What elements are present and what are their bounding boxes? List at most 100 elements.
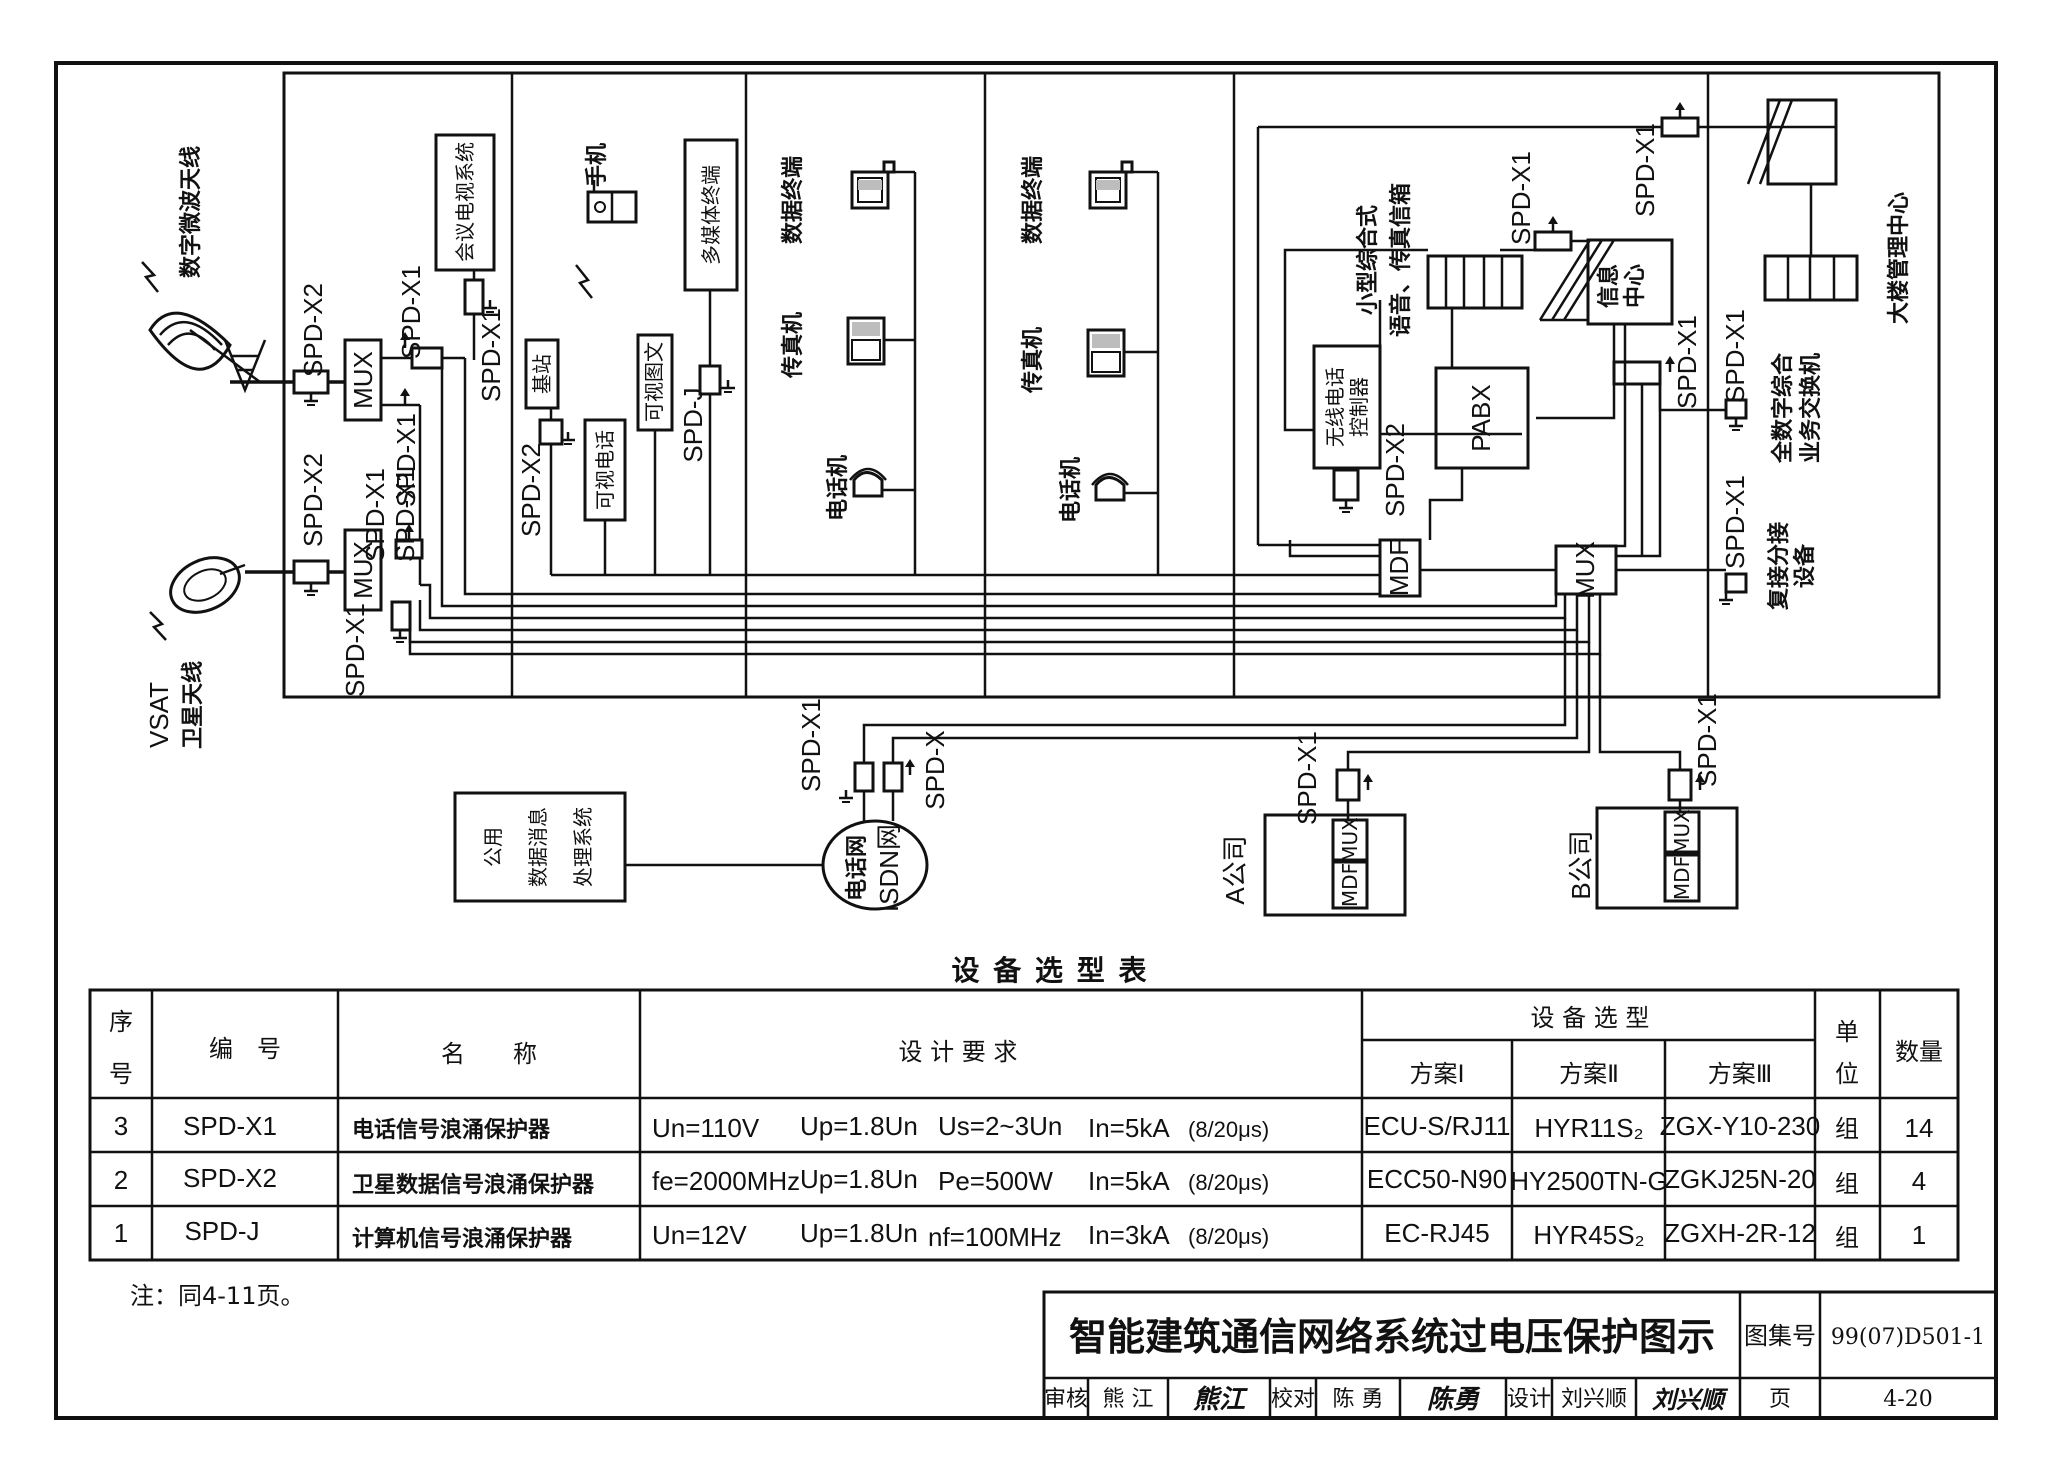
trunk-cables xyxy=(408,239,1726,656)
fax-icon-2 xyxy=(1086,328,1126,378)
company-b-mdf xyxy=(1663,853,1701,903)
drawing-title: 智能建筑通信网络系统过电压保护图示 xyxy=(1069,1315,1715,1359)
telephone-label: 电话机 xyxy=(826,455,851,521)
spd-x2-label-base: SPD-X2 xyxy=(516,443,546,537)
checker-signature: 陈勇 xyxy=(1427,1385,1481,1415)
svg-text:(8/20μs): (8/20μs) xyxy=(1188,1170,1269,1195)
company-a-mux-label: MUX xyxy=(1338,817,1362,863)
svg-text:组: 组 xyxy=(1835,1115,1859,1143)
data-terminal-icon xyxy=(850,160,896,210)
spd-x1-label-info: SPD-X1 xyxy=(1506,151,1536,245)
th-code: 编 号 xyxy=(209,1035,281,1063)
phone-net-label: 电话网 xyxy=(845,835,870,901)
satellite-antenna-icon xyxy=(149,556,246,641)
th-plan2: 方案Ⅱ xyxy=(1559,1060,1619,1088)
public-data-system-box xyxy=(453,791,627,903)
multiplex-equipment-label-2: 设备 xyxy=(1792,543,1818,588)
data-terminal-icon-2 xyxy=(1088,160,1134,210)
spd-x1-label-c: SPD-X1 xyxy=(360,468,390,562)
svg-text:SPD-X1: SPD-X1 xyxy=(183,1111,277,1141)
spd-x1-company-b xyxy=(1667,768,1693,802)
wireless-controller-label-1: 无线电话 xyxy=(1323,367,1347,447)
svg-text:1: 1 xyxy=(114,1218,128,1248)
th-requirement: 设 计 要 求 xyxy=(899,1038,1018,1066)
telephone-icon-2 xyxy=(1091,472,1129,502)
spd-x1-pabx-tap xyxy=(1612,360,1662,386)
spd-x1-company-a xyxy=(1335,768,1361,802)
spd-x1-label-a-co: SPD-X1 xyxy=(1292,731,1322,825)
building-zone-frame xyxy=(282,71,1941,699)
info-center-label-1: 信息 xyxy=(1596,264,1622,308)
review-label: 审核 xyxy=(1044,1387,1088,1412)
voice-fax-mailbox xyxy=(1426,254,1524,310)
data-terminal-label-2: 数据终端 xyxy=(1020,156,1046,244)
designer-name: 刘兴顺 xyxy=(1561,1387,1627,1412)
svg-text:(8/20μs): (8/20μs) xyxy=(1188,1117,1269,1142)
design-label: 设计 xyxy=(1507,1387,1551,1412)
table-row: 2 SPD-X2 卫星数据信号浪涌保护器 fe=2000MHz Up=1.8Un… xyxy=(114,1163,1926,1198)
spd-x2-top-label: SPD-X2 xyxy=(298,283,328,377)
spd-x1-label-multiplex: SPD-X1 xyxy=(1720,475,1750,569)
spd-x-label-isdn: SPD-X xyxy=(920,730,950,809)
svg-text:EC-RJ45: EC-RJ45 xyxy=(1384,1218,1489,1248)
spd-x1-label-b-co: SPD-X1 xyxy=(1692,693,1722,787)
public-data-label-1: 公用 xyxy=(481,827,505,867)
public-data-label-2: 数据消息 xyxy=(526,807,550,887)
pabx-label: PABX xyxy=(1466,384,1496,451)
svg-text:ZGKJ25N-20: ZGKJ25N-20 xyxy=(1664,1164,1816,1194)
svg-text:Up=1.8Un: Up=1.8Un xyxy=(800,1164,918,1194)
svg-text:14: 14 xyxy=(1905,1113,1934,1143)
wireless-signal-icon xyxy=(575,264,593,299)
company-b-mux xyxy=(1663,810,1701,854)
video-conference-label: 会议电视系统 xyxy=(453,142,477,262)
svg-text:Up=1.8Un: Up=1.8Un xyxy=(800,1111,918,1141)
spd-x1-label-e: SPD-X1 xyxy=(340,603,370,697)
full-digital-switch-label-2: 业务交换机 xyxy=(1798,353,1824,463)
microwave-antenna-label: 数字微波天线 xyxy=(178,146,204,278)
th-plan1: 方案Ⅰ xyxy=(1409,1060,1464,1088)
vsat-label: VSAT xyxy=(144,682,174,748)
note-text: 注：同4-11页。 xyxy=(130,1282,304,1310)
th-unit-2: 位 xyxy=(1835,1060,1859,1088)
svg-text:组: 组 xyxy=(1835,1170,1859,1198)
mux-right-label: MUX xyxy=(1570,541,1600,599)
wireless-controller-box xyxy=(1312,344,1382,470)
svg-text:ZGXH-2R-12: ZGXH-2R-12 xyxy=(1664,1218,1816,1248)
th-seq-1: 序 xyxy=(109,1008,133,1036)
th-qty: 数量 xyxy=(1895,1038,1943,1066)
spd-x1-label-d: SPD-X1 xyxy=(390,468,420,562)
spd-j-label: SPD-J xyxy=(678,387,708,462)
company-a-label: A公司 xyxy=(1220,835,1250,904)
video-conference-box xyxy=(434,133,496,272)
microwave-antenna-icon xyxy=(141,261,267,394)
spd-x2-label-wireless: SPD-X2 xyxy=(1380,423,1410,517)
spd-x2-bottom xyxy=(292,559,330,585)
th-name: 名 称 xyxy=(441,1040,537,1068)
table-row: 3 SPD-X1 电话信号浪涌保护器 Un=110V Up=1.8Un Us=2… xyxy=(114,1111,1934,1143)
designer-signature: 刘兴顺 xyxy=(1652,1386,1729,1414)
spd-x2-bottom-label: SPD-X2 xyxy=(298,453,328,547)
svg-text:fe=2000MHz: fe=2000MHz xyxy=(652,1166,800,1196)
svg-text:SPD-X2: SPD-X2 xyxy=(183,1163,277,1193)
svg-text:Up=1.8Un: Up=1.8Un xyxy=(800,1218,918,1248)
satellite-antenna-label: 卫星天线 xyxy=(180,661,206,749)
fax-label-2: 传真机 xyxy=(1020,327,1046,394)
svg-text:Pe=500W: Pe=500W xyxy=(938,1166,1053,1196)
spd-x1-multiplex xyxy=(1724,572,1748,594)
spd-x2-wireless xyxy=(1332,468,1360,502)
spd-x-isdn xyxy=(882,761,904,793)
svg-text:HYR11S₂: HYR11S₂ xyxy=(1534,1113,1643,1143)
public-data-label-3: 处理系统 xyxy=(571,807,595,887)
info-center-label-2: 中心 xyxy=(1623,264,1648,308)
svg-text:1: 1 xyxy=(1912,1220,1926,1250)
building-mgmt-center-icon xyxy=(1746,98,1859,302)
page-label: 页 xyxy=(1769,1387,1791,1412)
svg-text:In=5kA: In=5kA xyxy=(1088,1166,1170,1196)
spd-x1-label-a: SPD-X1 xyxy=(396,265,426,359)
drawing-border xyxy=(54,61,1998,1420)
spd-x1-label-b: SPD-X1 xyxy=(391,413,421,507)
telephone-label-2: 电话机 xyxy=(1059,457,1084,523)
spd-x1-building-mgmt xyxy=(1660,116,1700,138)
base-station-label: 基站 xyxy=(530,354,554,394)
